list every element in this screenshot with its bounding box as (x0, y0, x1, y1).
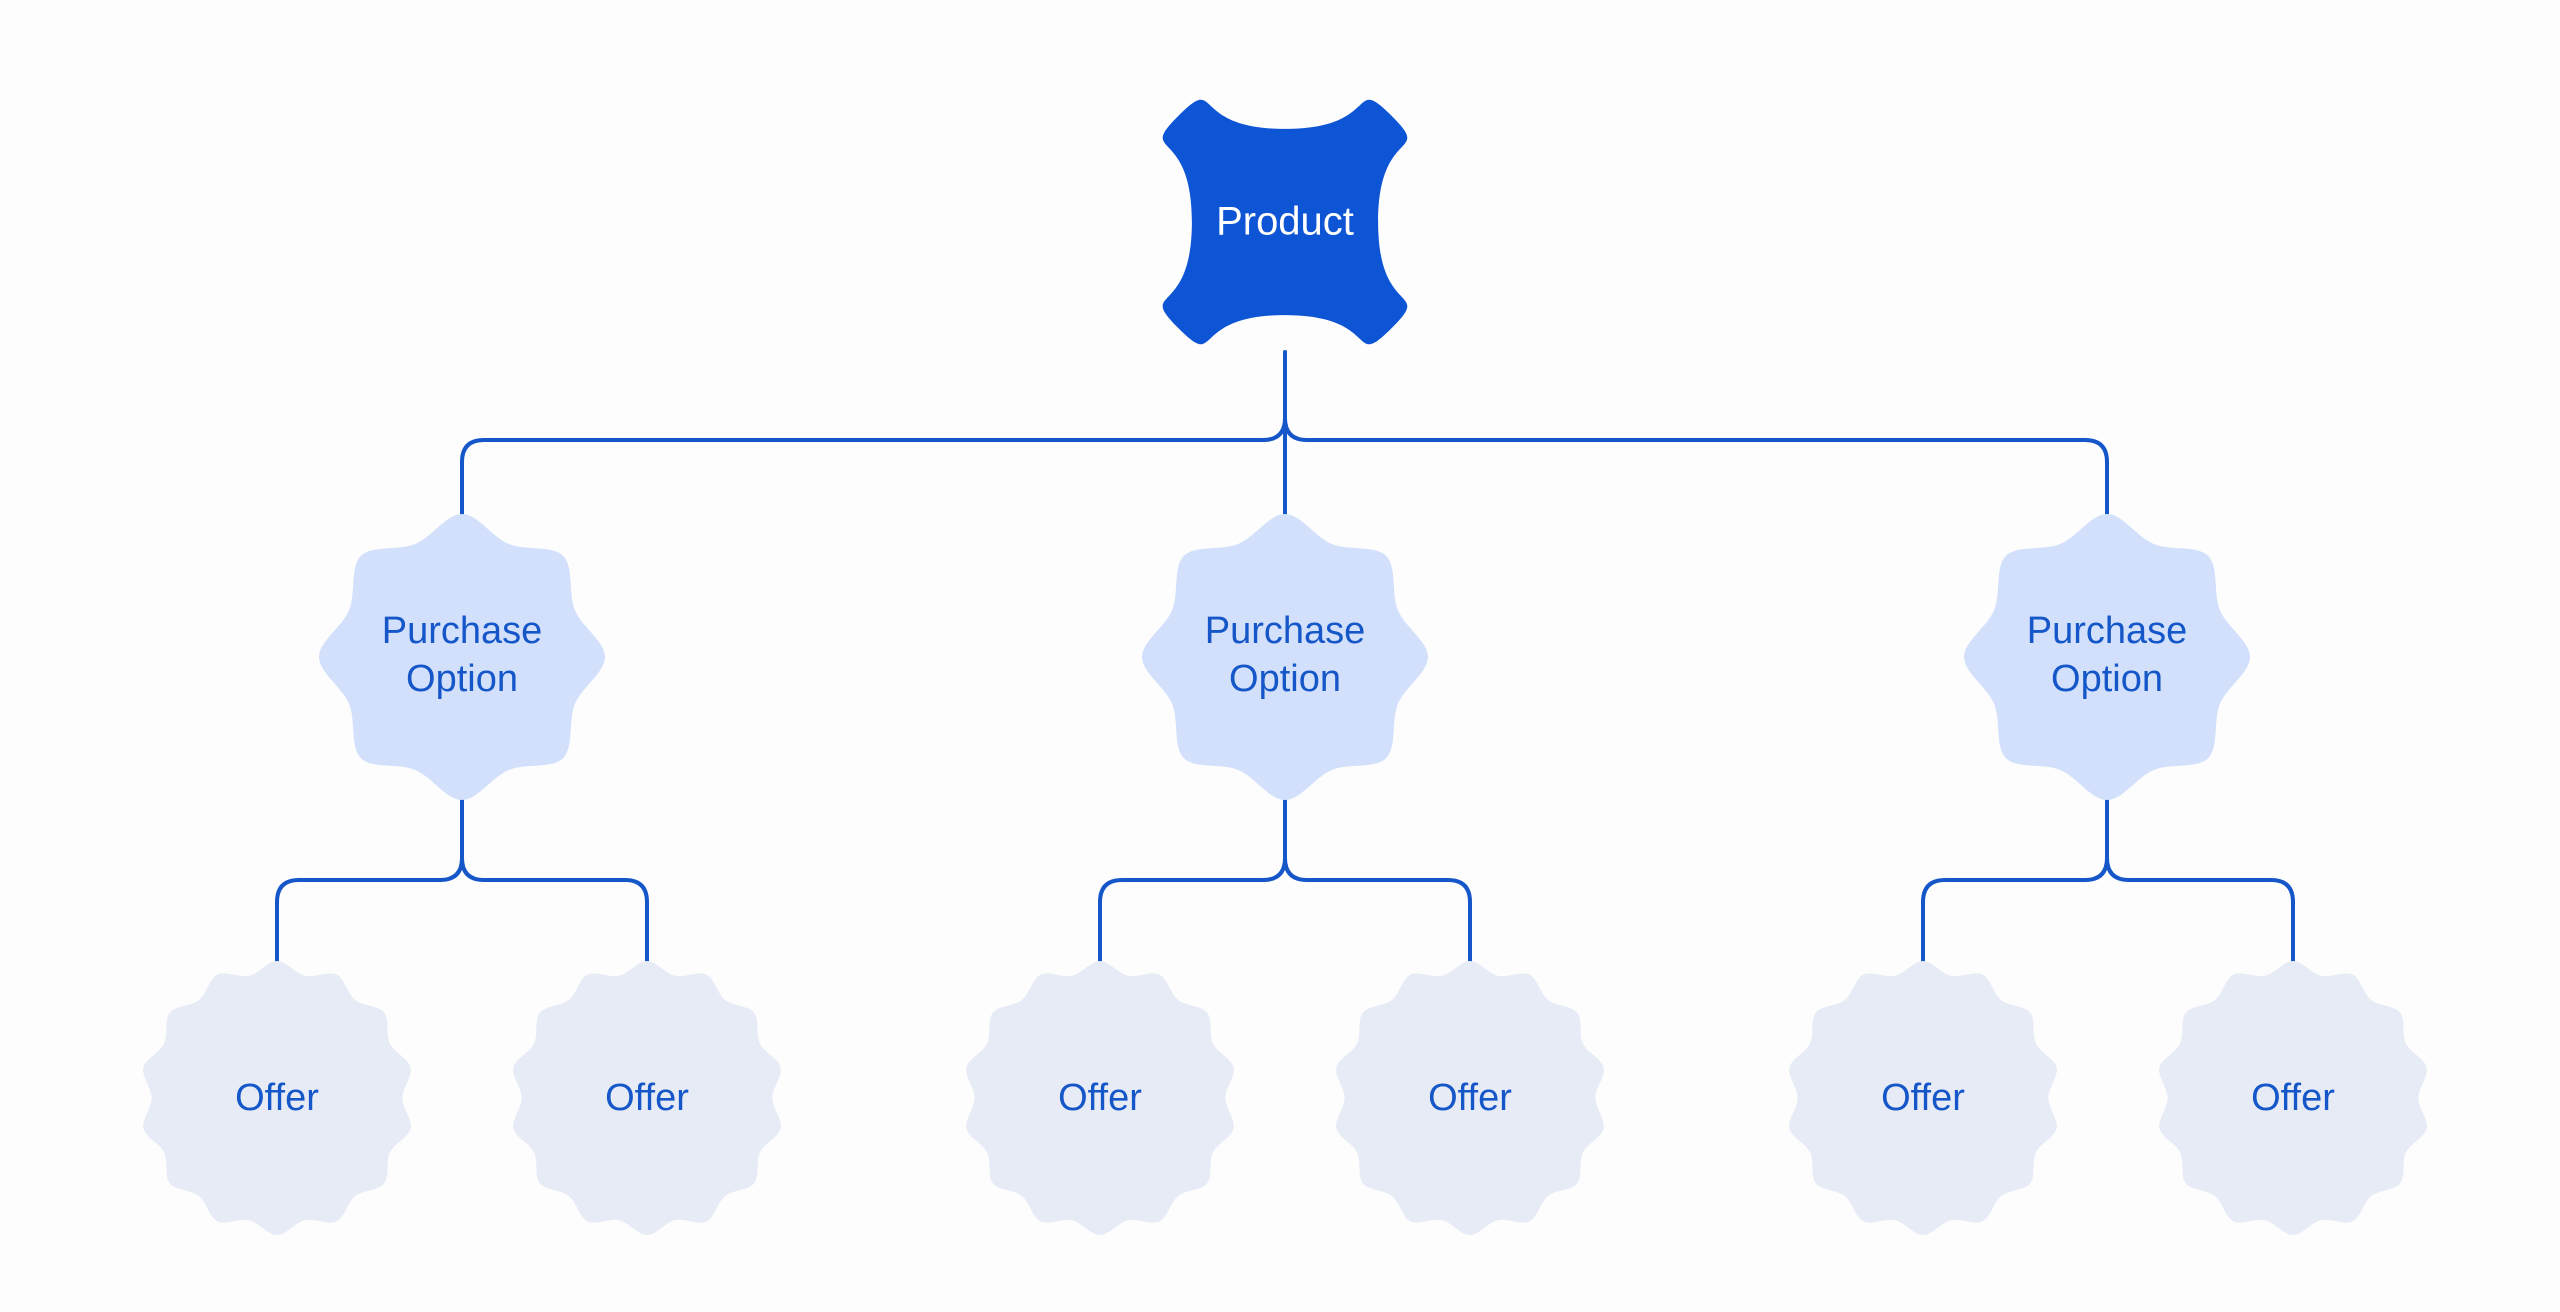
connector-po1-fillet-left (438, 856, 464, 882)
offer-shape (966, 961, 1234, 1235)
connector-po3-to-offer6 (2127, 878, 2295, 964)
connector-po3-to-offer5 (1921, 878, 2087, 964)
node-product[interactable]: Product (1162, 99, 1408, 345)
product-label: Product (1216, 200, 1354, 244)
product-node-group: Product (1162, 99, 1408, 345)
offer-shape (1789, 961, 2057, 1235)
offer-shape (2159, 961, 2427, 1235)
connector-po2-to-offer3 (1098, 878, 1265, 964)
connector-po1-to-offer1 (275, 878, 442, 964)
connector-group-po2 (1098, 798, 1472, 964)
purchase-option-shape (1142, 514, 1428, 800)
offer-label: Offer (2251, 1077, 2335, 1119)
purchase-option-shape (319, 514, 605, 800)
connector-product-to-po1 (460, 438, 1265, 518)
connector-po3-fillet-right (2105, 856, 2131, 882)
connector-po3-fillet-left (2083, 856, 2109, 882)
purchase-option-label-line1: Purchase (382, 610, 543, 652)
connector-group-po3 (1921, 798, 2295, 964)
connector-group-level1 (460, 350, 2109, 518)
node-offer[interactable]: Offer (513, 961, 781, 1235)
node-offer[interactable]: Offer (143, 961, 411, 1235)
offer-shape (143, 961, 411, 1235)
purchase-option-label-line2: Option (1229, 658, 1341, 700)
offer-label: Offer (235, 1077, 319, 1119)
offer-label: Offer (605, 1077, 689, 1119)
connector-po2-fillet-right (1283, 856, 1309, 882)
connector-product-to-po3 (1305, 438, 2109, 518)
connector-product-fillet-left (1261, 416, 1287, 442)
offer-shape (513, 961, 781, 1235)
node-offer[interactable]: Offer (1336, 961, 1604, 1235)
offer-nodes-group: Offer Offer Offer Offer Offer Offer (143, 961, 2427, 1235)
offer-label: Offer (1881, 1077, 1965, 1119)
purchase-option-label-line1: Purchase (1205, 610, 1366, 652)
offer-label: Offer (1058, 1077, 1142, 1119)
connector-po2-to-offer4 (1305, 878, 1472, 964)
purchase-option-nodes-group: PurchaseOptionPurchaseOptionPurchaseOpti… (319, 514, 2250, 800)
purchase-option-shape (1964, 514, 2250, 800)
purchase-option-label-line1: Purchase (2027, 610, 2188, 652)
purchase-option-label-line2: Option (406, 658, 518, 700)
offer-label: Offer (1428, 1077, 1512, 1119)
product-shape (1162, 99, 1408, 345)
connector-po2-fillet-left (1261, 856, 1287, 882)
node-offer[interactable]: Offer (966, 961, 1234, 1235)
connector-po1-fillet-right (460, 856, 486, 882)
purchase-option-label-line2: Option (2051, 658, 2163, 700)
connector-group-po1 (275, 798, 649, 964)
connector-product-fillet-right (1283, 416, 1309, 442)
node-offer[interactable]: Offer (2159, 961, 2427, 1235)
offer-shape (1336, 961, 1604, 1235)
connector-po1-to-offer2 (482, 878, 649, 964)
node-offer[interactable]: Offer (1789, 961, 2057, 1235)
